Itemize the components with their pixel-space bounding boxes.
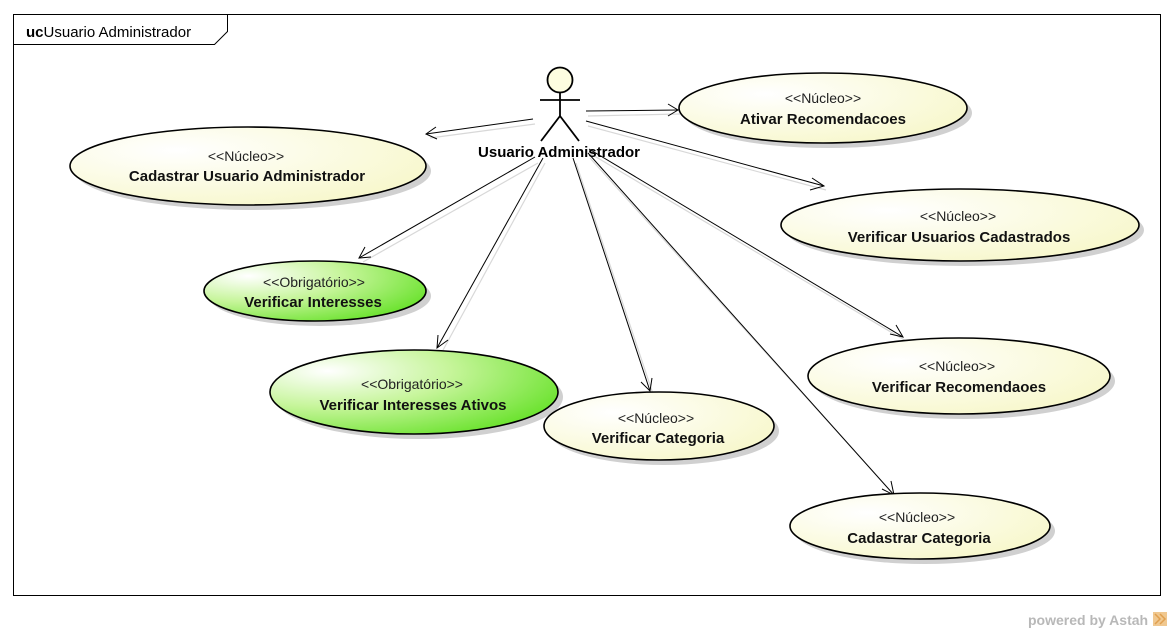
assoc-verificar-interesses-ativos <box>436 157 544 349</box>
assoc-verificar-usuarios <box>585 120 825 187</box>
frame-tab <box>13 14 228 45</box>
actor-usuario-administrador[interactable]: Usuario Administrador <box>478 66 640 162</box>
frame-keyword: uc <box>26 24 44 41</box>
use-case-name: Cadastrar Usuario Administrador <box>129 168 365 185</box>
watermark-prefix: powered by <box>1028 612 1109 628</box>
use-case-name: Verificar Interesses Ativos <box>319 397 506 414</box>
use-case-stereotype: <<Núcleo>> <box>785 90 861 106</box>
use-case-stereotype: <<Núcleo>> <box>919 358 995 374</box>
astah-watermark: powered by Astah <box>1028 612 1167 628</box>
assoc-ativar-recomendacoes <box>585 109 679 112</box>
use-case-stereotype: <<Núcleo>> <box>618 410 694 426</box>
use-case-name: Verificar Categoria <box>592 430 725 447</box>
use-case-verificar-interesses-ativos[interactable]: <<Obrigatório>> Verificar Interesses Ati… <box>269 349 563 439</box>
assoc-verificar-recomendaoes <box>588 148 904 338</box>
use-case-stereotype: <<Obrigatório>> <box>361 376 463 392</box>
use-case-stereotype: <<Núcleo>> <box>208 148 284 164</box>
assoc-cadastrar-categoria <box>587 152 895 496</box>
use-case-name: Verificar Interesses <box>244 294 382 311</box>
use-case-verificar-interesses[interactable]: <<Obrigatório>> Verificar Interesses <box>203 260 431 326</box>
use-case-ativar-recomendacoes[interactable]: <<Núcleo>> Ativar Recomendacoes <box>678 72 972 148</box>
use-case-cadastrar-usuario-administrador[interactable]: <<Núcleo>> Cadastrar Usuario Administrad… <box>69 126 431 210</box>
svg-text:ucUsuario Administrador: ucUsuario Administrador <box>26 24 191 41</box>
astah-logo-icon <box>1153 612 1167 626</box>
associations <box>358 103 907 499</box>
use-case-name: Verificar Recomendaoes <box>872 379 1046 396</box>
use-case-name: Ativar Recomendacoes <box>740 111 906 128</box>
use-case-cadastrar-categoria[interactable]: <<Núcleo>> Cadastrar Categoria <box>789 492 1055 564</box>
assoc-verificar-categoria <box>572 157 651 392</box>
frame-title: Usuario Administrador <box>44 24 192 41</box>
use-case-name: Cadastrar Categoria <box>847 530 991 547</box>
use-case-verificar-usuarios-cadastrados[interactable]: <<Núcleo>> Verificar Usuarios Cadastrado… <box>780 188 1144 266</box>
use-case-stereotype: <<Núcleo>> <box>920 208 996 224</box>
watermark-brand: Astah <box>1109 612 1148 628</box>
svg-text:powered by Astah: powered by Astah <box>1028 612 1148 628</box>
assoc-verificar-interesses <box>358 156 536 259</box>
use-case-stereotype: <<Núcleo>> <box>879 509 955 525</box>
use-case-verificar-recomendaoes[interactable]: <<Núcleo>> Verificar Recomendaoes <box>807 337 1115 419</box>
use-case-verificar-categoria[interactable]: <<Núcleo>> Verificar Categoria <box>543 391 779 465</box>
diagram-frame <box>13 14 1161 596</box>
use-case-stereotype: <<Obrigatório>> <box>263 274 365 290</box>
use-case-name: Verificar Usuarios Cadastrados <box>848 229 1071 246</box>
assoc-cadastrar-usuario <box>425 118 534 135</box>
actor-name: Usuario Administrador <box>478 144 640 161</box>
